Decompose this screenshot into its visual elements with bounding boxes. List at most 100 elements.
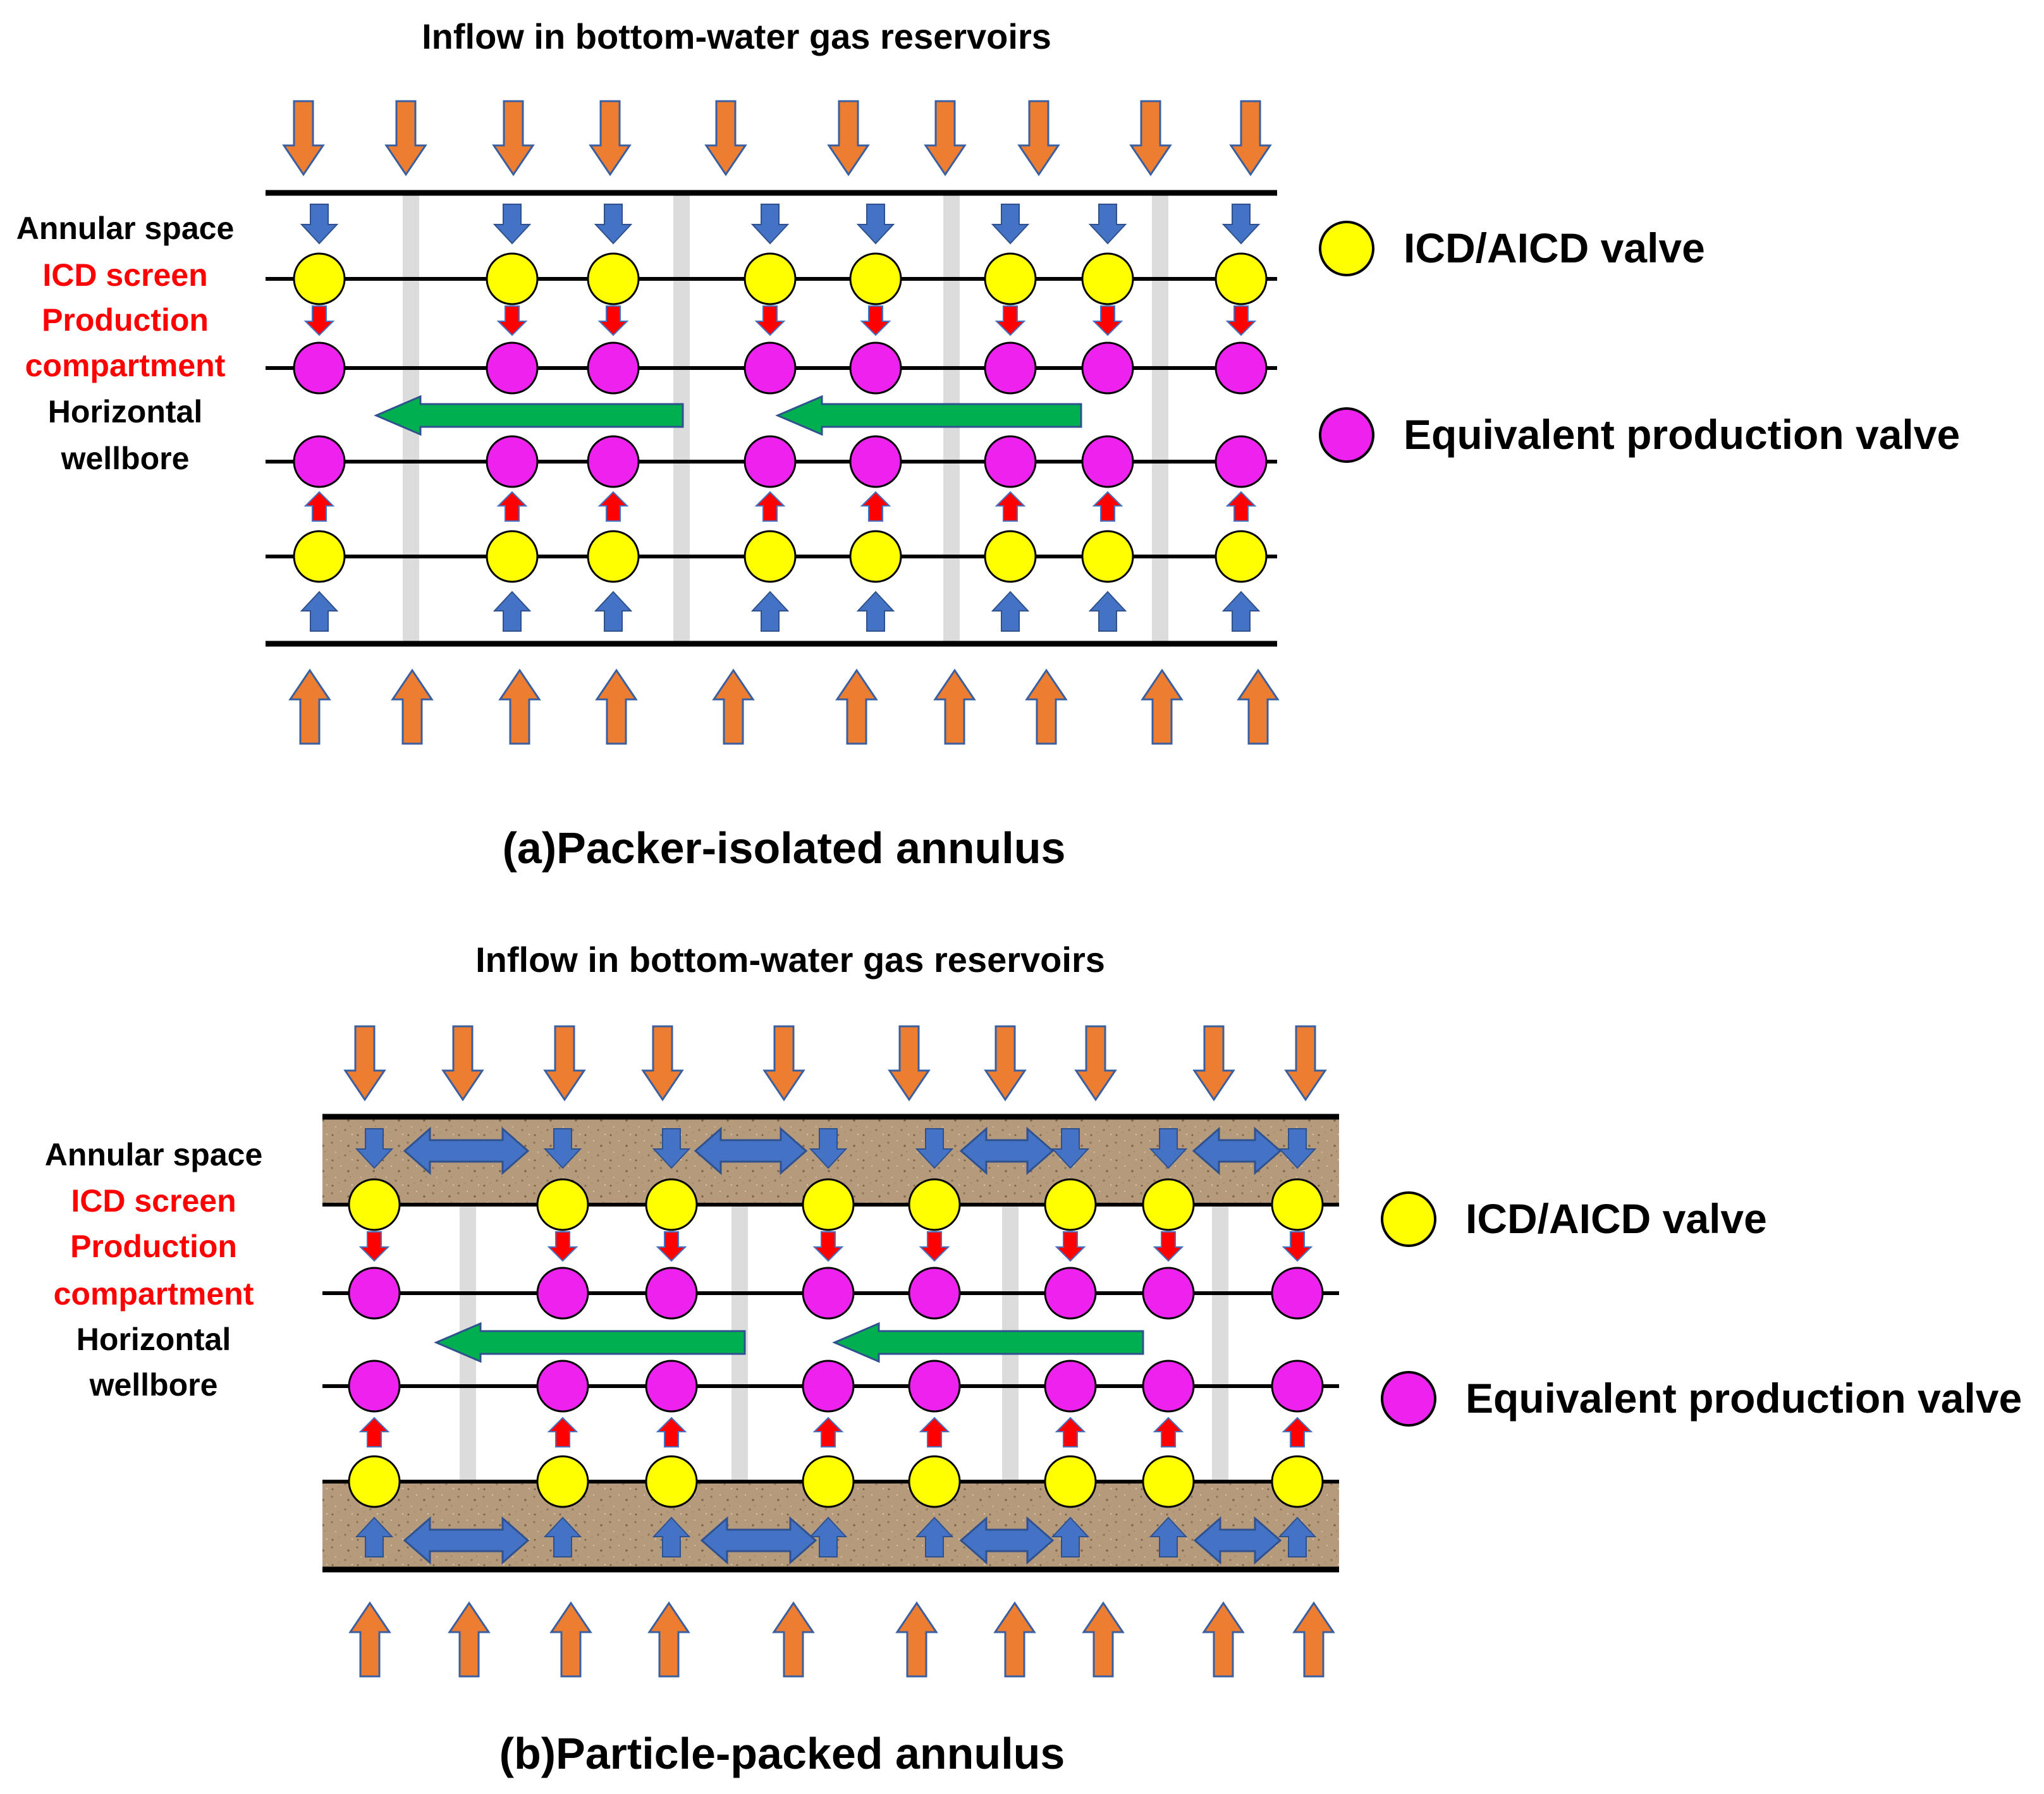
reservoir-inflow-arrow (1017, 100, 1060, 176)
annulus-crossflow-arrow (403, 1516, 530, 1565)
icd-valve (536, 1455, 589, 1508)
production-valve (849, 435, 902, 488)
production-valve (348, 1360, 401, 1413)
reservoir-inflow-arrow (1237, 668, 1280, 745)
annulus-crossflow-arrow (694, 1126, 808, 1176)
annulus-flow-arrow (1088, 591, 1127, 632)
reservoir-inflow-arrow (772, 1601, 815, 1678)
annulus-flow-arrow (809, 1516, 848, 1557)
reservoir-inflow-arrow (1192, 1025, 1235, 1102)
production-valve (293, 435, 346, 488)
production-valve (802, 1360, 855, 1413)
legend-production-marker (1381, 1371, 1436, 1427)
icd-valve (587, 530, 640, 583)
production-valve (486, 435, 539, 488)
panel-b-particle-packed: Inflow in bottom-water gas reservoirs(b)… (45, 940, 2022, 1778)
annulus-flow-arrow (1051, 1128, 1090, 1169)
legend-production-label: Equivalent production valve (1404, 411, 1960, 458)
screen-flow-arrow (597, 305, 629, 336)
panel-caption: (a)Packer-isolated annulus (503, 823, 1066, 873)
screen-flow-arrow (812, 1231, 844, 1262)
reservoir-inflow-arrow (1025, 668, 1068, 745)
annulus-flow-arrow (493, 591, 532, 632)
screen-flow-arrow (812, 1416, 844, 1447)
annulus-flow-arrow (991, 204, 1030, 245)
icd-valve (1142, 1178, 1195, 1231)
production-valve (908, 1360, 961, 1413)
panel-title: Inflow in bottom-water gas reservoirs (475, 940, 1105, 980)
annulus-crossflow-arrow (959, 1516, 1055, 1565)
annulus-crossflow-arrow (959, 1126, 1055, 1176)
annulus-flow-arrow (594, 591, 633, 632)
side-label: wellbore (89, 1367, 218, 1403)
reservoir-inflow-arrow (827, 100, 870, 176)
icd-valve (1081, 252, 1134, 305)
annulus-flow-arrow (594, 204, 633, 245)
screen-flow-arrow (496, 305, 528, 336)
icd-valve (984, 530, 1037, 583)
reservoir-inflow-arrow (835, 668, 878, 745)
reservoir-inflow-arrow (1082, 1601, 1125, 1678)
reservoir-inflow-arrow (647, 1601, 690, 1678)
reservoir-inflow-arrow (1229, 100, 1272, 176)
icd-valve (849, 252, 902, 305)
icd-valve (1081, 530, 1134, 583)
icd-valve (744, 252, 797, 305)
icd-valve (908, 1178, 961, 1231)
icd-valve (645, 1455, 698, 1508)
production-valve (1081, 341, 1134, 395)
production-valve (348, 1267, 401, 1320)
annulus-flow-arrow (543, 1516, 582, 1557)
reservoir-inflow-arrow (288, 668, 331, 745)
reservoir-inflow-arrow (1074, 1025, 1117, 1102)
screen-flow-arrow (358, 1231, 390, 1262)
legend-production-label: Equivalent production valve (1466, 1375, 2022, 1422)
annulus-flow-arrow (1149, 1516, 1188, 1557)
reservoir-inflow-arrow (391, 668, 434, 745)
annulus-flow-arrow (856, 591, 895, 632)
side-label: ICD screen (71, 1183, 236, 1219)
screen-flow-arrow (303, 491, 335, 522)
production-valve (849, 341, 902, 395)
legend-icd-marker (1319, 221, 1374, 276)
icd-valve (348, 1455, 401, 1508)
icd-valve (293, 252, 346, 305)
side-label: Production (70, 1229, 237, 1264)
annulus-crossflow-arrow (700, 1516, 817, 1565)
reservoir-inflow-arrow (282, 100, 325, 176)
screen-flow-arrow (1092, 491, 1123, 522)
screen-flow-arrow (303, 305, 335, 336)
screen-flow-arrow (754, 305, 786, 336)
reservoir-inflow-arrow (1292, 1601, 1335, 1678)
icd-valve (486, 252, 539, 305)
reservoir-inflow-arrow (543, 1025, 586, 1102)
screen-flow-arrow (994, 305, 1026, 336)
icd-valve (293, 530, 346, 583)
icd-valve (1215, 530, 1268, 583)
screen-flow-arrow (860, 305, 891, 336)
production-valve (1081, 435, 1134, 488)
wellbore-flow-arrow (832, 1322, 1144, 1363)
reservoir-inflow-arrow (441, 1025, 484, 1102)
reservoir-inflow-arrow (704, 100, 747, 176)
annulus-flow-arrow (1278, 1128, 1317, 1169)
production-valve (587, 341, 640, 395)
reservoir-inflow-arrow (1129, 100, 1172, 176)
screen-flow-arrow (754, 491, 786, 522)
reservoir-inflow-arrow (589, 100, 632, 176)
screen-flow-arrow (919, 1416, 950, 1447)
annulus-flow-arrow (750, 591, 790, 632)
production-valve (1271, 1360, 1324, 1413)
screen-flow-arrow (496, 491, 528, 522)
annulus-flow-arrow (856, 204, 895, 245)
annulus-flow-arrow (1088, 204, 1127, 245)
side-label: wellbore (61, 441, 190, 476)
production-valve (587, 435, 640, 488)
screen-flow-arrow (1153, 1231, 1184, 1262)
screen-flow-arrow (597, 491, 629, 522)
reservoir-inflow-arrow (993, 1601, 1036, 1678)
annulus-flow-arrow (652, 1516, 691, 1557)
icd-valve (1271, 1178, 1324, 1231)
side-label: Production (42, 302, 209, 338)
